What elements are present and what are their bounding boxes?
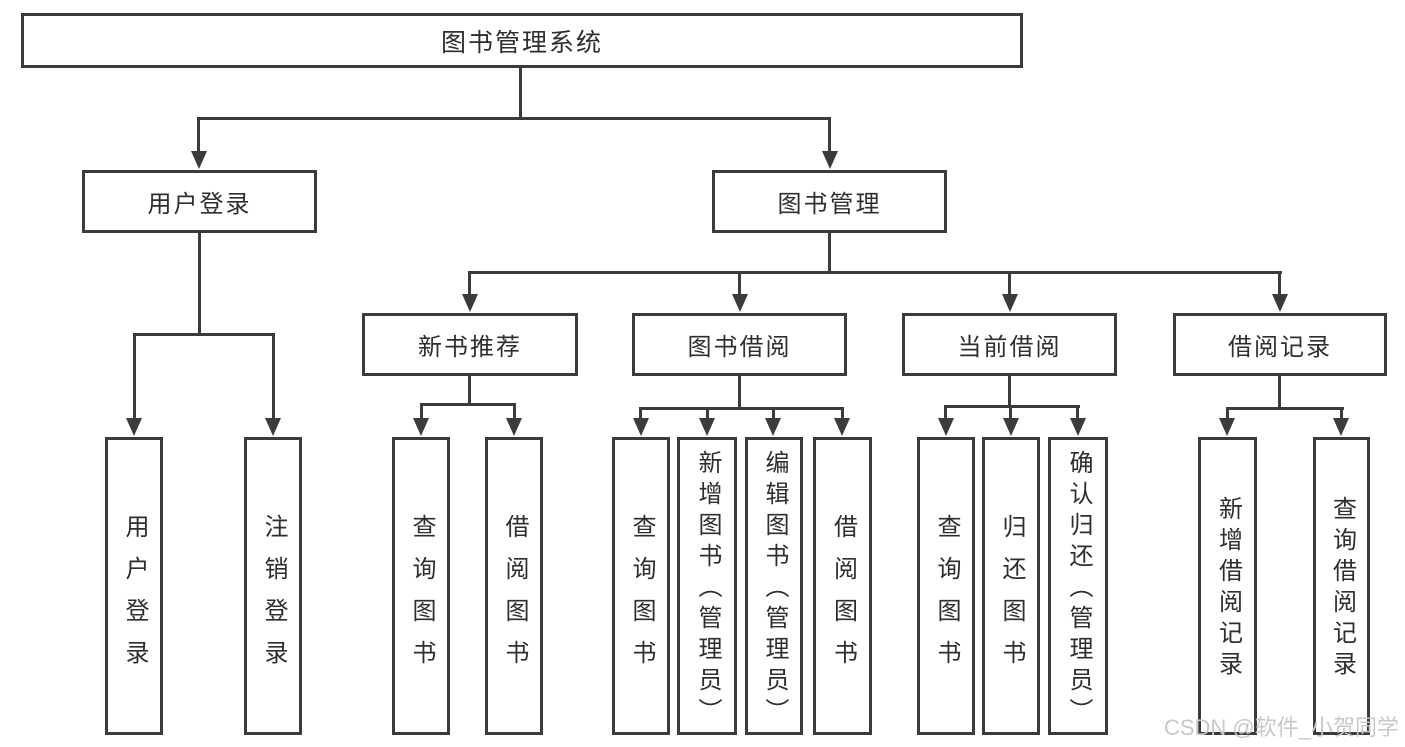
connector-line-h (197, 117, 831, 120)
leaf-query-books-1: 查询图书 (392, 437, 450, 735)
connector-line-v (1008, 271, 1011, 297)
arrow-down-icon (699, 418, 715, 436)
node-library-system-label: 图书管理系统 (440, 28, 603, 57)
connector-line-v (828, 233, 831, 274)
arrow-down-icon (834, 418, 850, 436)
leaf-query-books-1-label: 查询图书 (408, 514, 435, 682)
connector-line-v (519, 66, 522, 119)
arrow-down-icon (462, 294, 478, 312)
connector-line-h (133, 333, 275, 336)
connector-line-v (1278, 271, 1281, 297)
node-library-system: 图书管理系统 (21, 13, 1023, 68)
leaf-query-books-3-label: 查询图书 (933, 514, 960, 682)
connector-line-v (198, 233, 201, 336)
arrow-down-icon (732, 294, 748, 312)
leaf-query-books-3: 查询图书 (917, 437, 975, 735)
connector-line-v (828, 117, 831, 153)
connector-line-h (1226, 407, 1344, 410)
leaf-borrow-books-2: 借阅图书 (813, 437, 872, 735)
arrow-down-icon (1070, 418, 1086, 436)
node-book-management-label: 图书管理 (777, 191, 882, 218)
arrow-down-icon (1333, 418, 1349, 436)
connector-line-v (513, 403, 516, 420)
leaf-borrow-books-2-label: 借阅图书 (829, 514, 857, 682)
leaf-logout-label: 注销登录 (260, 514, 287, 682)
connector-line-v (841, 407, 844, 420)
arrow-down-icon (506, 418, 522, 436)
connector-line-v (1278, 376, 1281, 410)
arrow-down-icon (413, 418, 429, 436)
leaf-confirm-return-admin: 确认归还︵管理员︶ (1048, 437, 1108, 735)
node-new-book-recommend: 新书推荐 (362, 313, 578, 376)
connector-line-v (1009, 405, 1012, 420)
leaf-add-borrow-record: 新增借阅记录 (1198, 437, 1257, 735)
leaf-borrow-books-1-label: 借阅图书 (501, 514, 528, 682)
arrow-down-icon (1272, 294, 1288, 312)
leaf-query-books-2-label: 查询图书 (628, 514, 655, 682)
watermark: CSDN @软件_小贺同学 (1163, 715, 1399, 740)
connector-line-v (133, 333, 136, 419)
arrow-down-icon (938, 418, 954, 436)
leaf-borrow-books-1: 借阅图书 (485, 437, 543, 735)
arrow-down-icon (126, 418, 142, 436)
node-current-borrow: 当前借阅 (902, 313, 1117, 376)
node-new-book-recommend-label: 新书推荐 (418, 334, 522, 361)
connector-line-v (1226, 407, 1229, 420)
connector-line-v (468, 376, 471, 406)
arrow-down-icon (822, 151, 838, 169)
connector-line-h (420, 403, 516, 406)
node-borrow-records: 借阅记录 (1173, 313, 1387, 376)
leaf-logout: 注销登录 (244, 437, 302, 735)
arrow-down-icon (1003, 418, 1019, 436)
connector-line-v (772, 407, 775, 420)
connector-line-v (706, 407, 709, 420)
connector-line-v (738, 271, 741, 297)
connector-line-v (1008, 376, 1011, 408)
connector-line-v (420, 403, 423, 420)
leaf-add-borrow-record-label: 新增借阅记录 (1214, 496, 1242, 682)
connector-line-v (639, 407, 642, 420)
leaf-user-login: 用户登录 (105, 437, 163, 735)
connector-line-h (468, 271, 1282, 274)
arrow-down-icon (1002, 294, 1018, 312)
connector-line-v (468, 271, 471, 297)
leaf-query-borrow-record: 查询借阅记录 (1313, 437, 1370, 735)
arrow-down-icon (1219, 418, 1235, 436)
node-user-login-label: 用户登录 (147, 191, 252, 218)
connector-line-v (1076, 405, 1079, 420)
leaf-add-book-admin: 新增图书︵管理员︶ (677, 437, 737, 735)
node-current-borrow-label: 当前借阅 (957, 334, 1062, 361)
leaf-query-books-2: 查询图书 (612, 437, 670, 735)
connector-line-v (944, 405, 947, 420)
arrow-down-icon (191, 151, 207, 169)
arrow-down-icon (633, 418, 649, 436)
connector-line-v (197, 117, 200, 153)
leaf-edit-book-admin: 编辑图书︵管理员︶ (745, 437, 803, 735)
arrow-down-icon (765, 418, 781, 436)
leaf-confirm-return-admin-label: 确认归还︵管理员︶ (1065, 449, 1092, 729)
connector-line-v (1340, 407, 1343, 420)
node-borrow-records-label: 借阅记录 (1228, 334, 1332, 361)
connector-line-v (738, 376, 741, 410)
leaf-query-borrow-record-label: 查询借阅记录 (1328, 496, 1356, 682)
leaf-return-book-label: 归还图书 (998, 514, 1025, 682)
node-book-borrow-label: 图书借阅 (687, 334, 792, 361)
arrow-down-icon (265, 418, 281, 436)
node-book-borrow: 图书借阅 (632, 313, 847, 376)
leaf-user-login-label: 用户登录 (121, 514, 148, 682)
connector-line-h (944, 405, 1080, 408)
leaf-edit-book-admin-label: 编辑图书︵管理员︶ (761, 449, 788, 729)
leaf-add-book-admin-label: 新增图书︵管理员︶ (694, 449, 721, 729)
leaf-return-book: 归还图书 (982, 437, 1040, 735)
node-book-management: 图书管理 (712, 170, 947, 233)
connector-line-h (639, 407, 844, 410)
node-user-login: 用户登录 (82, 170, 317, 233)
connector-line-v (272, 333, 275, 419)
